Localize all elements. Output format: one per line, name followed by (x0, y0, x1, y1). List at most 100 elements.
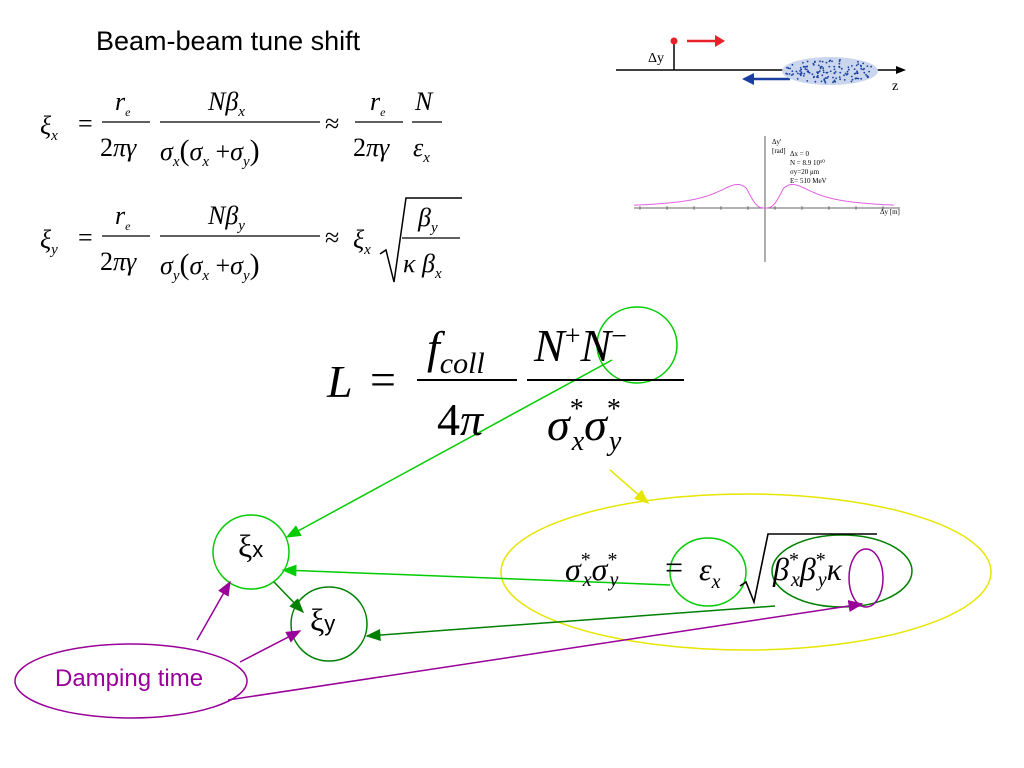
bunch-particle (799, 67, 802, 69)
svg-text:re: re (370, 87, 386, 119)
bunch-particle (838, 65, 841, 68)
bunch-particle (838, 62, 841, 65)
bunch-particle (806, 68, 808, 71)
beam-collision-diagram: Δy z (616, 35, 906, 94)
n-plus-n-minus-ellipse (596, 306, 678, 384)
plot-ylabel: Δy' (772, 138, 781, 146)
bunch-particle (821, 60, 824, 63)
bunch-particle (802, 61, 804, 64)
svg-text:κ βx: κ βx (403, 249, 442, 282)
svg-text:σy(σx +σy): σy(σx +σy) (160, 248, 260, 284)
svg-text:E= 510 MeV: E= 510 MeV (790, 177, 827, 185)
bunch-particle (862, 62, 865, 65)
bunch-particle (788, 73, 791, 75)
svg-text:ξx: ξx (353, 225, 371, 258)
bunch-particle (818, 70, 821, 72)
arrow-damping-to-xi-y (239, 630, 302, 663)
bunch-particle (833, 72, 836, 74)
bunch-particle (829, 59, 832, 62)
bunch-particle (791, 63, 794, 66)
svg-text:≈: ≈ (325, 109, 339, 138)
bunch-particle (840, 67, 843, 70)
svg-text:=: = (78, 223, 93, 252)
bunch-particle (819, 67, 822, 70)
bunch-particle (838, 60, 841, 63)
bunch-particle (823, 79, 826, 81)
svg-text:re: re (115, 87, 131, 119)
bunch-particle (843, 79, 846, 81)
bunch-particle (844, 72, 847, 75)
bunch-particle (847, 66, 850, 69)
bunch-particle (802, 75, 805, 77)
bunch-particle (843, 74, 845, 77)
bunch-particle (799, 70, 801, 72)
bunch-particle (857, 63, 860, 65)
svg-text:N = 8.9 10¹⁰: N = 8.9 10¹⁰ (790, 159, 825, 167)
bunch-particle (806, 65, 808, 68)
bunch-particle (855, 72, 857, 75)
svg-text:σx(σx +σy): σx(σx +σy) (160, 134, 260, 170)
bunch-particle (811, 73, 814, 76)
svg-text:Nβy: Nβy (207, 201, 245, 234)
bunch-particle (851, 78, 854, 81)
epsilon-x-ellipse (669, 537, 747, 607)
svg-text:ξy: ξy (40, 225, 58, 258)
beam-kick-plot: Δy' [rad] Δy [m] Δx = 0 N = 8.9 10¹⁰ σy=… (633, 136, 900, 262)
bunch-particle (863, 67, 865, 70)
bunch-particle (846, 72, 849, 75)
dy-label: Δy (648, 51, 664, 66)
plot-xlabel: Δy [m] (880, 208, 900, 216)
svg-text:σ*xσ*y: σ*xσ*y (565, 549, 618, 591)
svg-text:Nβx: Nβx (207, 87, 245, 120)
bunch-particle (800, 68, 803, 71)
xi-y-circle (290, 586, 368, 662)
bunch-particle (827, 75, 829, 78)
bunch-particle (839, 58, 841, 61)
svg-text:=: = (78, 109, 93, 138)
bunch-particle (833, 79, 836, 82)
svg-text:N+N−: N+N− (533, 320, 627, 371)
svg-text:εx: εx (413, 133, 430, 166)
bunch-particle (839, 71, 842, 74)
bunch-particle (787, 67, 790, 70)
svg-text:=: = (370, 354, 396, 405)
bunch-particle (834, 71, 837, 73)
arrow-n-to-xi-x (285, 359, 613, 538)
svg-text:≈: ≈ (325, 223, 339, 252)
bunch-particle (817, 64, 820, 67)
svg-text:2πγ: 2πγ (100, 247, 137, 276)
bunch-particle (846, 70, 849, 73)
bunch-particle (819, 60, 821, 63)
svg-text:2πγ: 2πγ (100, 133, 137, 162)
bunch-particle (851, 65, 853, 67)
slide-title: Beam-beam tune shift (96, 26, 361, 56)
bunch-particle (860, 77, 862, 80)
svg-text:re: re (115, 201, 131, 233)
bunch-particle (821, 74, 824, 77)
svg-text:N: N (414, 87, 434, 116)
bunch-particle (829, 70, 832, 73)
bunch-particle (856, 71, 859, 74)
bunch-particle (828, 65, 831, 68)
svg-text:εx: εx (699, 551, 721, 593)
bunch-particle (822, 69, 825, 72)
arrow-beta-to-xi-y (365, 605, 776, 641)
bunch-particle (833, 68, 836, 71)
bunch-particle (868, 70, 870, 73)
svg-text:ξx: ξx (40, 111, 58, 144)
equation-sigma-product: σ*xσ*y = εx β*xβ*yκ (565, 533, 877, 605)
bunch-particle (820, 80, 823, 83)
bunch-particle (847, 68, 850, 71)
svg-text:fcoll: fcoll (427, 322, 485, 380)
bunch-particle (825, 71, 828, 74)
arrow-xi-x-to-xi-y (273, 581, 305, 614)
bunch-particle (822, 67, 825, 70)
damping-time-ellipse (14, 643, 248, 719)
bunch-particle (806, 60, 809, 63)
bunch-particle (795, 70, 798, 73)
arrow-damping-to-xi-x (196, 580, 231, 641)
bunch-particle (791, 70, 794, 72)
bunch-particle (860, 65, 862, 68)
svg-text:L: L (326, 356, 353, 407)
